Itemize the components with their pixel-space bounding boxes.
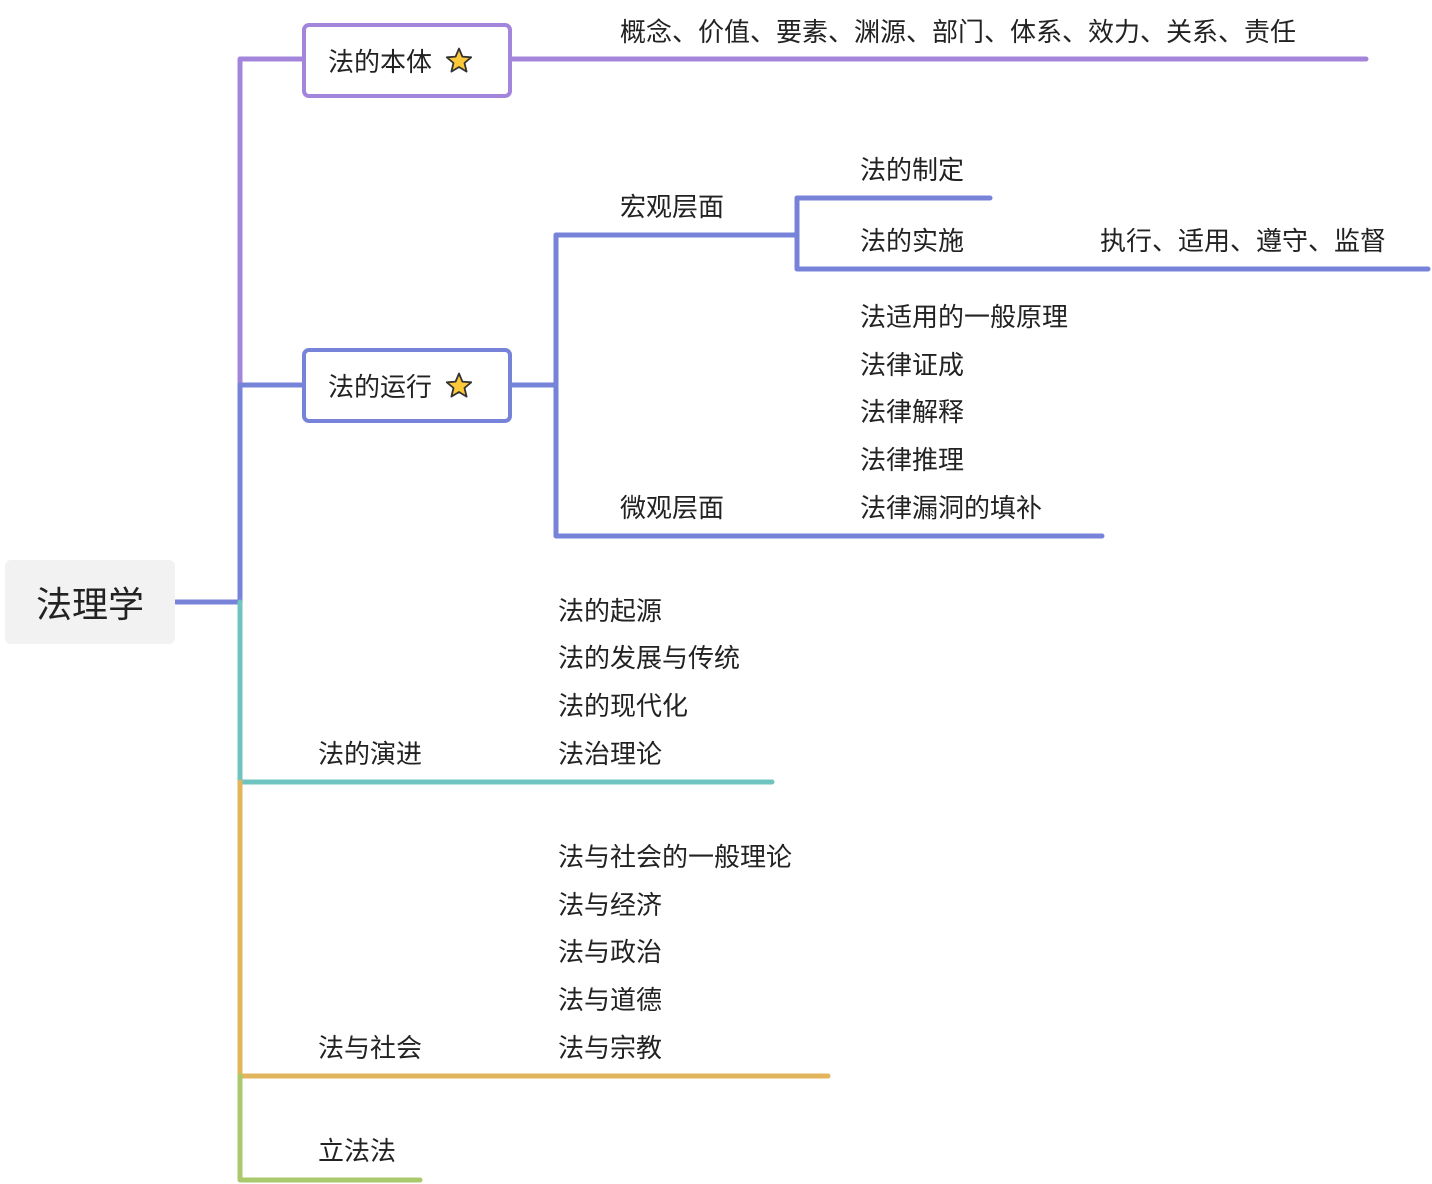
macro-fork xyxy=(794,195,1431,272)
trunk-segment-1 xyxy=(237,56,302,602)
society-child-item[interactable]: 法与社会的一般理论 xyxy=(558,843,793,873)
evolution-child-item[interactable]: 法治理论 xyxy=(558,740,663,770)
root-node[interactable]: 法理学 xyxy=(5,560,175,644)
evolution-child-item[interactable]: 法的起源 xyxy=(558,597,663,627)
trunk-segment-5 xyxy=(237,1073,423,1183)
branch-node-evolution[interactable]: 法的演进 xyxy=(318,740,423,770)
branch-node-operation[interactable]: 法的运行 xyxy=(302,348,512,423)
micro-child-item[interactable]: 法律推理 xyxy=(860,446,965,476)
branch-node-ontology[interactable]: 法的本体 xyxy=(302,23,512,98)
trunk-segment-2 xyxy=(237,382,302,602)
micro-level-node[interactable]: 微观层面 xyxy=(620,494,725,524)
micro-child-item[interactable]: 法律证成 xyxy=(860,351,965,381)
evolution-child-item[interactable]: 法的发展与传统 xyxy=(558,644,741,674)
society-child-item[interactable]: 法与道德 xyxy=(558,986,663,1016)
branch-node-label: 法的本体 xyxy=(328,48,433,78)
law-implementation-node[interactable]: 法的实施 xyxy=(860,227,965,257)
micro-child-item[interactable]: 法律解释 xyxy=(860,398,965,428)
ontology-detail-text[interactable]: 概念、价值、要素、渊源、部门、体系、效力、关系、责任 xyxy=(620,18,1297,48)
trunk-segment-4 xyxy=(237,779,831,1079)
evolution-child-item[interactable]: 法的现代化 xyxy=(558,692,689,722)
star-icon xyxy=(444,371,474,401)
society-child-item[interactable]: 法与经济 xyxy=(558,891,663,921)
society-child-item[interactable]: 法与宗教 xyxy=(558,1034,663,1064)
branch-node-society[interactable]: 法与社会 xyxy=(318,1034,423,1064)
branch-node-legislation-law[interactable]: 立法法 xyxy=(318,1137,397,1167)
star-icon xyxy=(444,46,474,76)
micro-child-item[interactable]: 法适用的一般原理 xyxy=(860,303,1069,333)
branch-node-label: 法的运行 xyxy=(328,373,433,403)
macro-level-node[interactable]: 宏观层面 xyxy=(620,193,725,223)
society-child-item[interactable]: 法与政治 xyxy=(558,938,663,968)
law-making-node[interactable]: 法的制定 xyxy=(860,156,965,186)
branch-2-fork xyxy=(553,232,1105,539)
micro-child-item[interactable]: 法律漏洞的填补 xyxy=(860,494,1043,524)
implementation-detail-text[interactable]: 执行、适用、遵守、监督 xyxy=(1100,227,1387,257)
